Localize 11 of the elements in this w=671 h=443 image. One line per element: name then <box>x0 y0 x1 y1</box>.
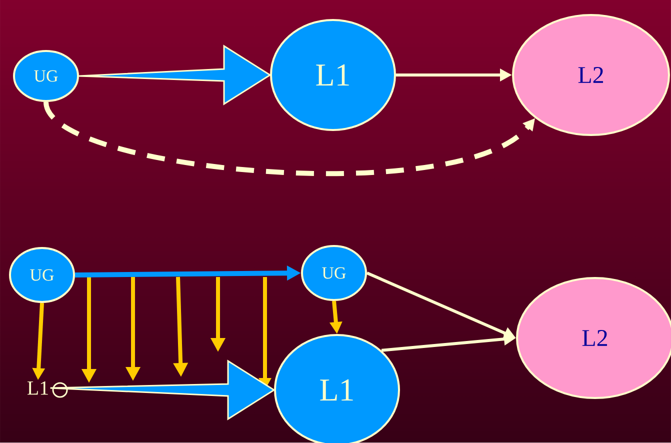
ellipse-node: L1 <box>270 19 396 131</box>
ellipse-node: L2 <box>516 276 671 399</box>
ellipse-node: UG <box>13 50 79 102</box>
ellipse-node: L2 <box>512 14 670 136</box>
ellipse-node: L1 <box>274 334 400 443</box>
wedge-arrow <box>78 44 272 106</box>
ellipse-node: UG <box>301 244 367 301</box>
wedge-arrow <box>50 360 276 420</box>
dashed-arrow <box>44 100 535 176</box>
ellipse-node: UG <box>9 246 75 303</box>
text-label: L1 <box>27 381 68 398</box>
